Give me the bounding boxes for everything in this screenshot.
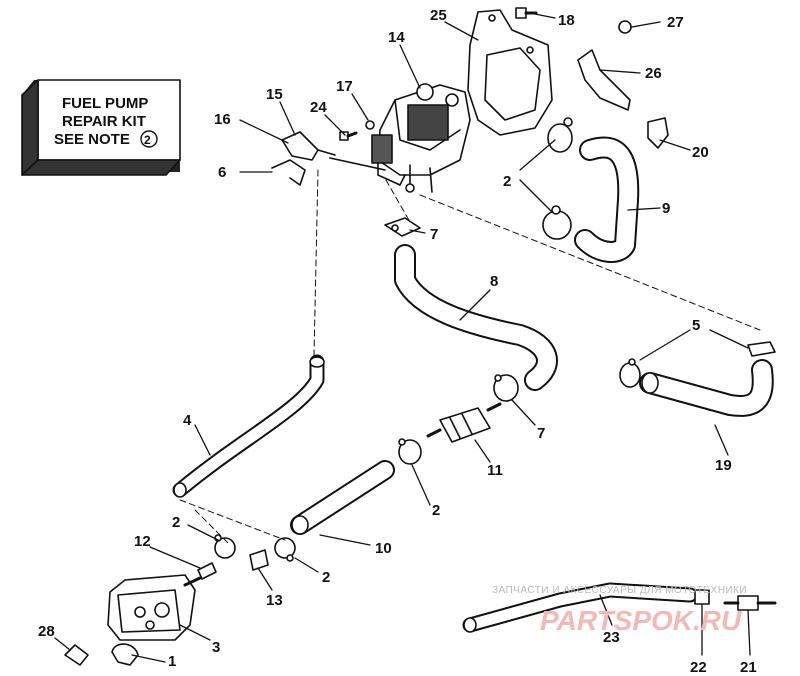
callout-2: 2	[322, 569, 330, 586]
bracket-26	[577, 49, 631, 111]
clamp-2-upper	[547, 123, 573, 153]
callout-3: 3	[212, 639, 220, 656]
callout-7: 7	[537, 425, 545, 442]
fuel-pickup-3	[107, 574, 202, 641]
callout-27: 27	[667, 14, 684, 31]
clamp-5-right	[747, 341, 776, 357]
callout-10: 10	[375, 540, 392, 557]
note-number: 2	[144, 133, 151, 147]
leader-lines	[54, 13, 751, 663]
clamp-28	[64, 644, 89, 666]
callout-22: 22	[690, 659, 707, 676]
note-line-1: FUEL PUMP	[62, 95, 148, 112]
callout-2: 2	[432, 502, 440, 519]
note-line-3: SEE NOTE	[54, 131, 130, 148]
mounting-bracket	[467, 9, 553, 136]
clamp-7-upper	[384, 217, 421, 237]
callout-9: 9	[662, 200, 670, 217]
fitting-20	[647, 117, 669, 149]
routing-lines	[179, 169, 761, 546]
callout-21: 21	[740, 659, 757, 676]
fuel-pump	[371, 83, 471, 193]
callout-6: 6	[218, 164, 226, 181]
clamp-2-lower-mid	[274, 537, 296, 559]
screw-24	[339, 131, 358, 141]
callout-15: 15	[266, 86, 283, 103]
nut-27	[618, 20, 632, 34]
callout-24: 24	[310, 99, 327, 116]
callout-13: 13	[266, 592, 283, 609]
callout-2: 2	[503, 173, 511, 190]
washer-17	[365, 120, 375, 130]
clamp-5-left	[619, 362, 641, 388]
fuel-pump-kit-box	[21, 79, 181, 176]
clamp-1	[111, 643, 139, 666]
valve-21	[723, 595, 777, 611]
clip-6	[271, 159, 306, 186]
clamp-22	[694, 589, 710, 605]
callout-28: 28	[38, 623, 55, 640]
callout-11: 11	[487, 462, 503, 479]
callout-8: 8	[490, 273, 498, 290]
clamp-2-lower	[542, 210, 572, 240]
callout-18: 18	[558, 12, 575, 29]
callout-12: 12	[134, 533, 151, 550]
note-line-2: REPAIR KIT	[62, 113, 146, 130]
callout-7: 7	[430, 226, 438, 243]
callout-4: 4	[183, 412, 192, 429]
clamp-7-lower	[493, 374, 519, 402]
fitting-12	[197, 562, 217, 580]
callout-5: 5	[692, 317, 700, 334]
callout-1: 1	[168, 653, 176, 670]
connector-16	[281, 131, 386, 171]
clamp-2-lower-left	[214, 537, 236, 559]
watermark-caption: ЗАПЧАСТИ И АКСЕССУАРЫ ДЛЯ МОТОТЕХНИКИ	[492, 585, 747, 596]
callout-19: 19	[715, 457, 732, 474]
callout-26: 26	[645, 65, 662, 82]
clamp-2-middle	[398, 439, 422, 465]
callout-14: 14	[388, 29, 405, 46]
callout-16: 16	[214, 111, 231, 128]
callout-2: 2	[172, 514, 180, 531]
watermark-logo: PARTSPOK.RU	[540, 605, 742, 636]
callout-23: 23	[603, 629, 620, 646]
fuel-filter	[426, 402, 502, 443]
screw-18	[515, 7, 538, 19]
fitting-13	[249, 549, 269, 571]
callout-17: 17	[336, 78, 353, 95]
callout-20: 20	[692, 144, 709, 161]
callout-25: 25	[430, 7, 447, 24]
note-circle	[140, 130, 158, 148]
